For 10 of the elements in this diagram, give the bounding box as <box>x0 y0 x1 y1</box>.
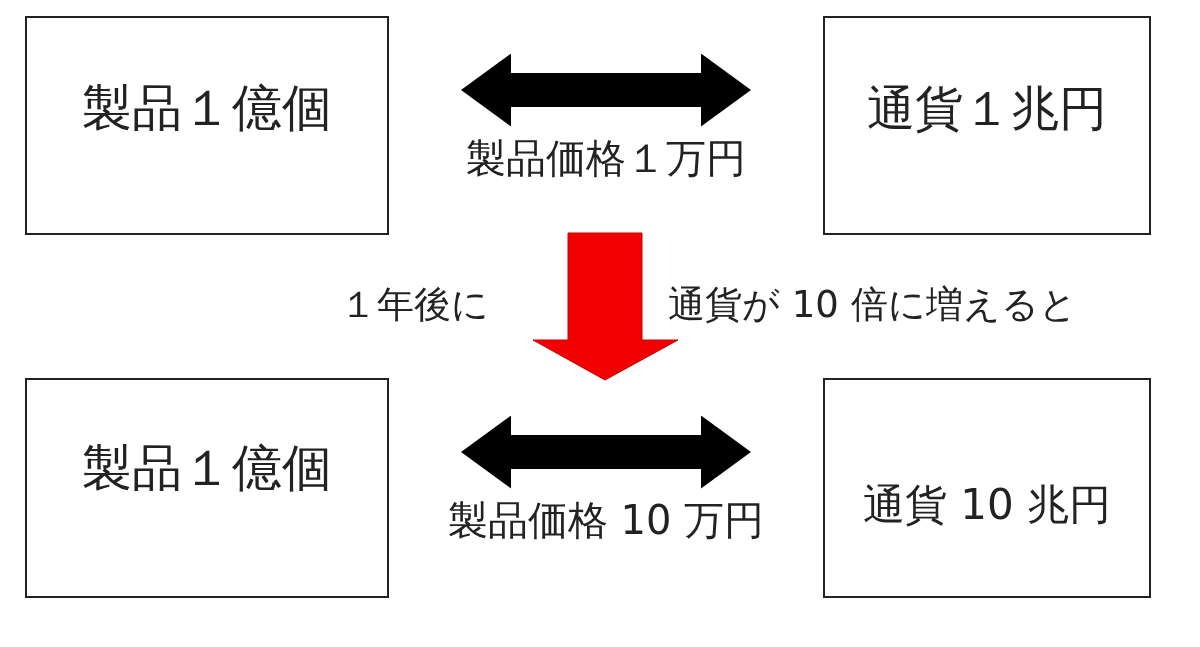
quantity-box <box>25 378 389 598</box>
quantity-box <box>25 16 389 235</box>
box-text: 製品１億個 <box>82 78 332 138</box>
quantity-box <box>823 378 1151 598</box>
double-arrow <box>461 415 751 489</box>
box-text: 製品１億個 <box>82 438 332 498</box>
box-text: 通貨１兆円 <box>867 80 1107 138</box>
quantity-box <box>823 16 1151 235</box>
box-text: 通貨 10 兆円 <box>862 480 1112 531</box>
double-arrow <box>461 53 751 127</box>
